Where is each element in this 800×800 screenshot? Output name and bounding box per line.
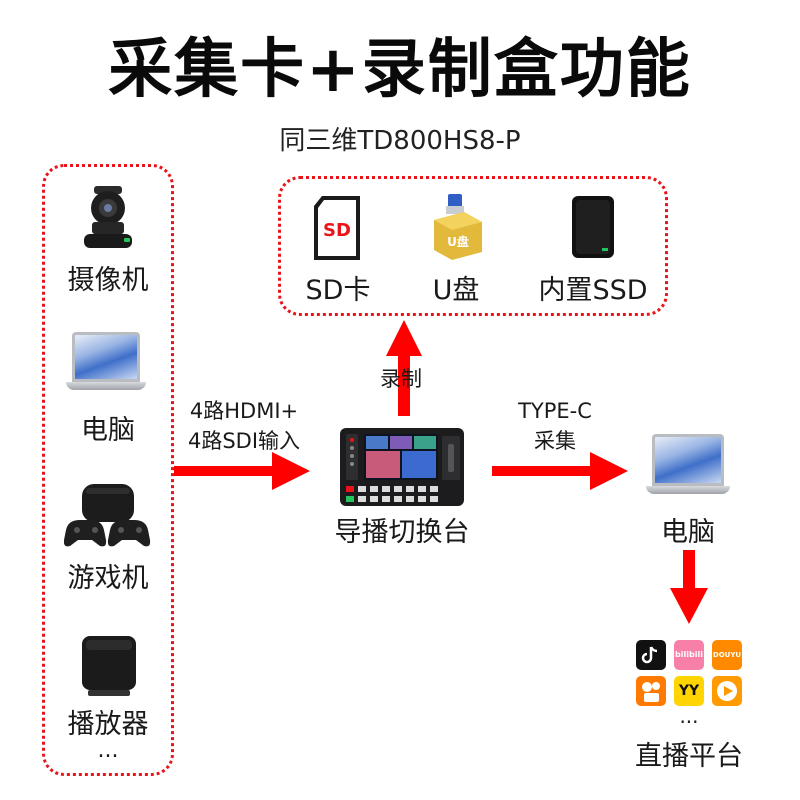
kuaishou-icon (636, 676, 666, 706)
device-model: 同三维TD800HS8-P (279, 126, 521, 156)
switcher-label: 导播切换台 (334, 517, 470, 548)
usb-drive-icon: U盘 (420, 190, 490, 262)
sd-card-icon-text: SD (323, 220, 351, 241)
ssd-icon (570, 194, 616, 260)
laptop-icon (66, 330, 146, 394)
douyu-icon: DOUYU (712, 640, 742, 670)
input-label-hdmi: 4路HDMI+ (189, 399, 299, 423)
page-title: 采集卡+录制盒功能 (108, 33, 692, 107)
output-pc-label: 电脑 (661, 517, 715, 548)
platforms-label: 直播平台 (635, 741, 743, 772)
source-label-camera: 摄像机 (67, 265, 149, 296)
source-label-console: 游戏机 (67, 563, 149, 594)
laptop-icon (646, 432, 730, 498)
media-player-icon (80, 634, 138, 698)
storage-label-usb: U盘 (432, 275, 480, 306)
sd-card-icon: SD (312, 194, 362, 262)
usb-drive-icon-text: U盘 (447, 234, 469, 249)
capture-label-capture: 采集 (534, 429, 576, 453)
storage-box (278, 176, 668, 316)
source-label-pc: 电脑 (81, 415, 135, 446)
storage-label-ssd: 内置SSD (538, 275, 648, 306)
sources-box (42, 164, 174, 776)
input-label-sdi: 4路SDI输入 (187, 429, 301, 453)
input-arrow (174, 452, 310, 490)
record-label: 录制 (380, 367, 422, 391)
huya-icon (712, 676, 742, 706)
ptz-camera-icon (80, 182, 136, 252)
game-console-icon (63, 482, 152, 552)
bilibili-icon: bilibili (674, 640, 704, 670)
platforms-more: ... (679, 704, 699, 728)
stream-arrow (670, 550, 708, 624)
record-arrow (386, 320, 422, 416)
source-label-player: 播放器 (67, 709, 149, 740)
yy-icon: YY (674, 676, 704, 706)
capture-arrow (492, 452, 628, 490)
storage-label-sd: SD卡 (305, 275, 371, 306)
douyin-icon (636, 640, 666, 670)
video-switcher-icon (336, 426, 468, 508)
sources-more: ... (97, 738, 119, 763)
capture-label-typec: TYPE-C (518, 399, 592, 423)
